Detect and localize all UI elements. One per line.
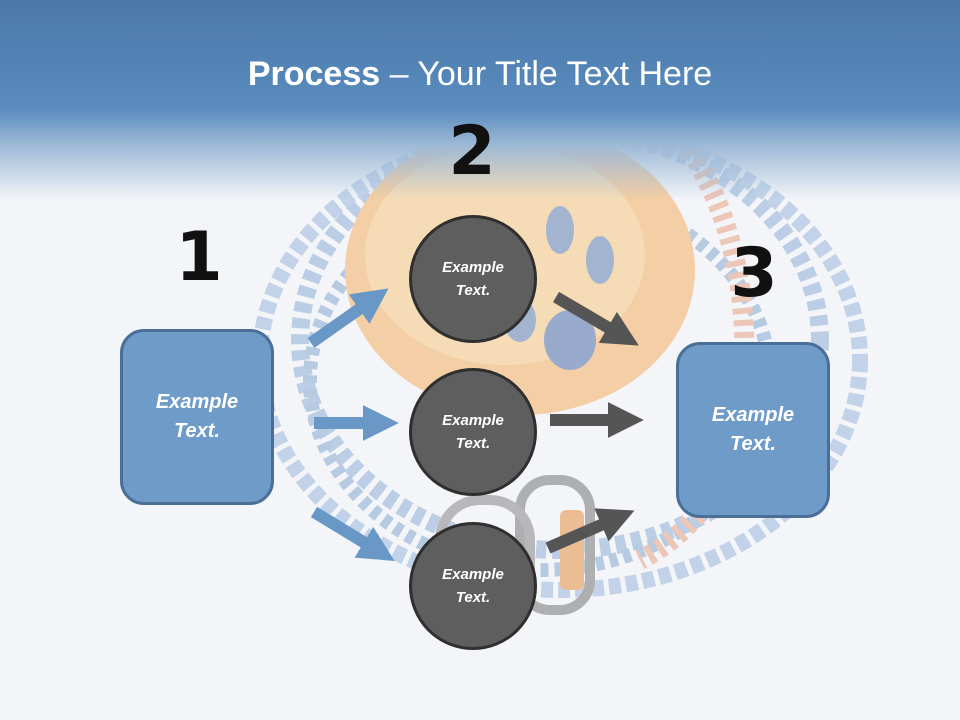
step-3-text-line-2: Text.: [730, 433, 776, 455]
arrow-1-to-circle-top: [307, 288, 389, 348]
step-number-2: 2: [448, 112, 496, 191]
arrow-circle-bottom-to-3: [545, 508, 635, 554]
step-3-text-line-1: Example: [711, 404, 795, 426]
circle-middle-text-line-2: Text.: [455, 435, 491, 452]
step-number-3: 3: [730, 234, 778, 313]
step-1-text-line-2: Text.: [174, 420, 220, 442]
step-1-text-line-1: Example: [155, 391, 239, 413]
circle-top-text-line-1: Example: [442, 259, 504, 276]
title-bold: Process: [247, 55, 381, 93]
step-1-box: Example Text.: [120, 329, 274, 505]
circle-bottom-text-line-2: Text.: [455, 589, 491, 606]
step-2-circle-middle: Example Text.: [409, 368, 537, 496]
title-rest: – Your Title Text Here: [380, 55, 713, 93]
slide-title: Process – Your Title Text Here: [0, 52, 960, 96]
step-number-1: 1: [175, 218, 223, 297]
step-2-circle-bottom: Example Text.: [409, 522, 537, 650]
step-3-box: Example Text.: [676, 342, 830, 518]
circle-middle-text-line-1: Example: [442, 412, 504, 429]
circle-bottom-text-line-1: Example: [442, 566, 504, 583]
title-bar: [0, 0, 960, 200]
arrow-circle-top-to-3: [552, 291, 639, 346]
circle-top-text-line-2: Text.: [455, 282, 491, 299]
step-2-circle-top: Example Text.: [409, 215, 537, 343]
arrow-1-to-circle-bottom: [310, 506, 395, 561]
